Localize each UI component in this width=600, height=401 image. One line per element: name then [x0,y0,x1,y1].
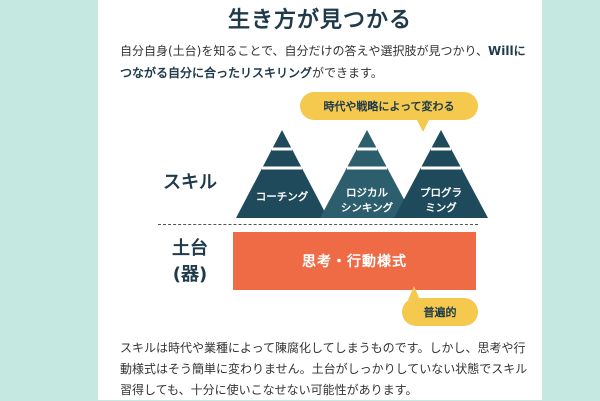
pyramid-shape [320,130,414,218]
pyramid-label: ロジカル シンキング [320,186,414,216]
pyramid-label-line1: ロジカル [346,187,388,199]
page-title: 生き方が見つかる [227,8,412,33]
pyramid-label: プログラ ミング [394,186,488,216]
content-card: 生き方が見つかる 自分自身(土台)を知ることで、自分だけの答えや選択肢が見つかり… [98,0,542,400]
intro-text: 自分自身(土台)を知ることで、自分だけの答えや選択肢が見つかり、 [120,44,489,58]
intro-text-end: ができます。 [312,66,383,80]
intro-emphasis: Willにつながる自分に合ったリスキリング [120,44,526,80]
pyramid-shape [394,130,488,218]
intro-paragraph: 自分自身(土台)を知ることで、自分だけの答えや選択肢が見つかり、Willにつなが… [120,40,530,84]
base-label-line1: 土台 [172,238,208,259]
foundation-block: 思考・行動様式 [233,232,476,290]
pyramid-coaching: コーチング [236,130,328,218]
pyramid-shape [236,130,328,218]
base-label-line2: (器) [172,264,208,285]
pyramid-label-line1: プログラ [420,187,462,199]
outro-paragraph: スキルは時代や業種によって陳腐化してしまうものです。しかし、思考や行動様式はそう… [120,341,528,397]
pyramid-label-line2: ミング [425,202,457,214]
pyramid-programming: プログラ ミング [394,130,488,218]
pyramid-logical-thinking: ロジカル シンキング [320,130,414,218]
divider-dashed [158,224,478,225]
changing-bubble-tail [416,118,430,132]
universal-bubble: 普遍的 [402,298,478,326]
pyramid-label-line1: コーチング [255,191,309,203]
universal-bubble-tail [408,286,420,300]
changing-bubble: 時代や戦略によって変わる [300,92,478,120]
pyramid-label-line2: シンキング [340,202,394,214]
base-label: 土台 (器) [154,236,226,288]
skill-label: スキル [163,172,217,193]
pyramid-label: コーチング [236,190,328,205]
